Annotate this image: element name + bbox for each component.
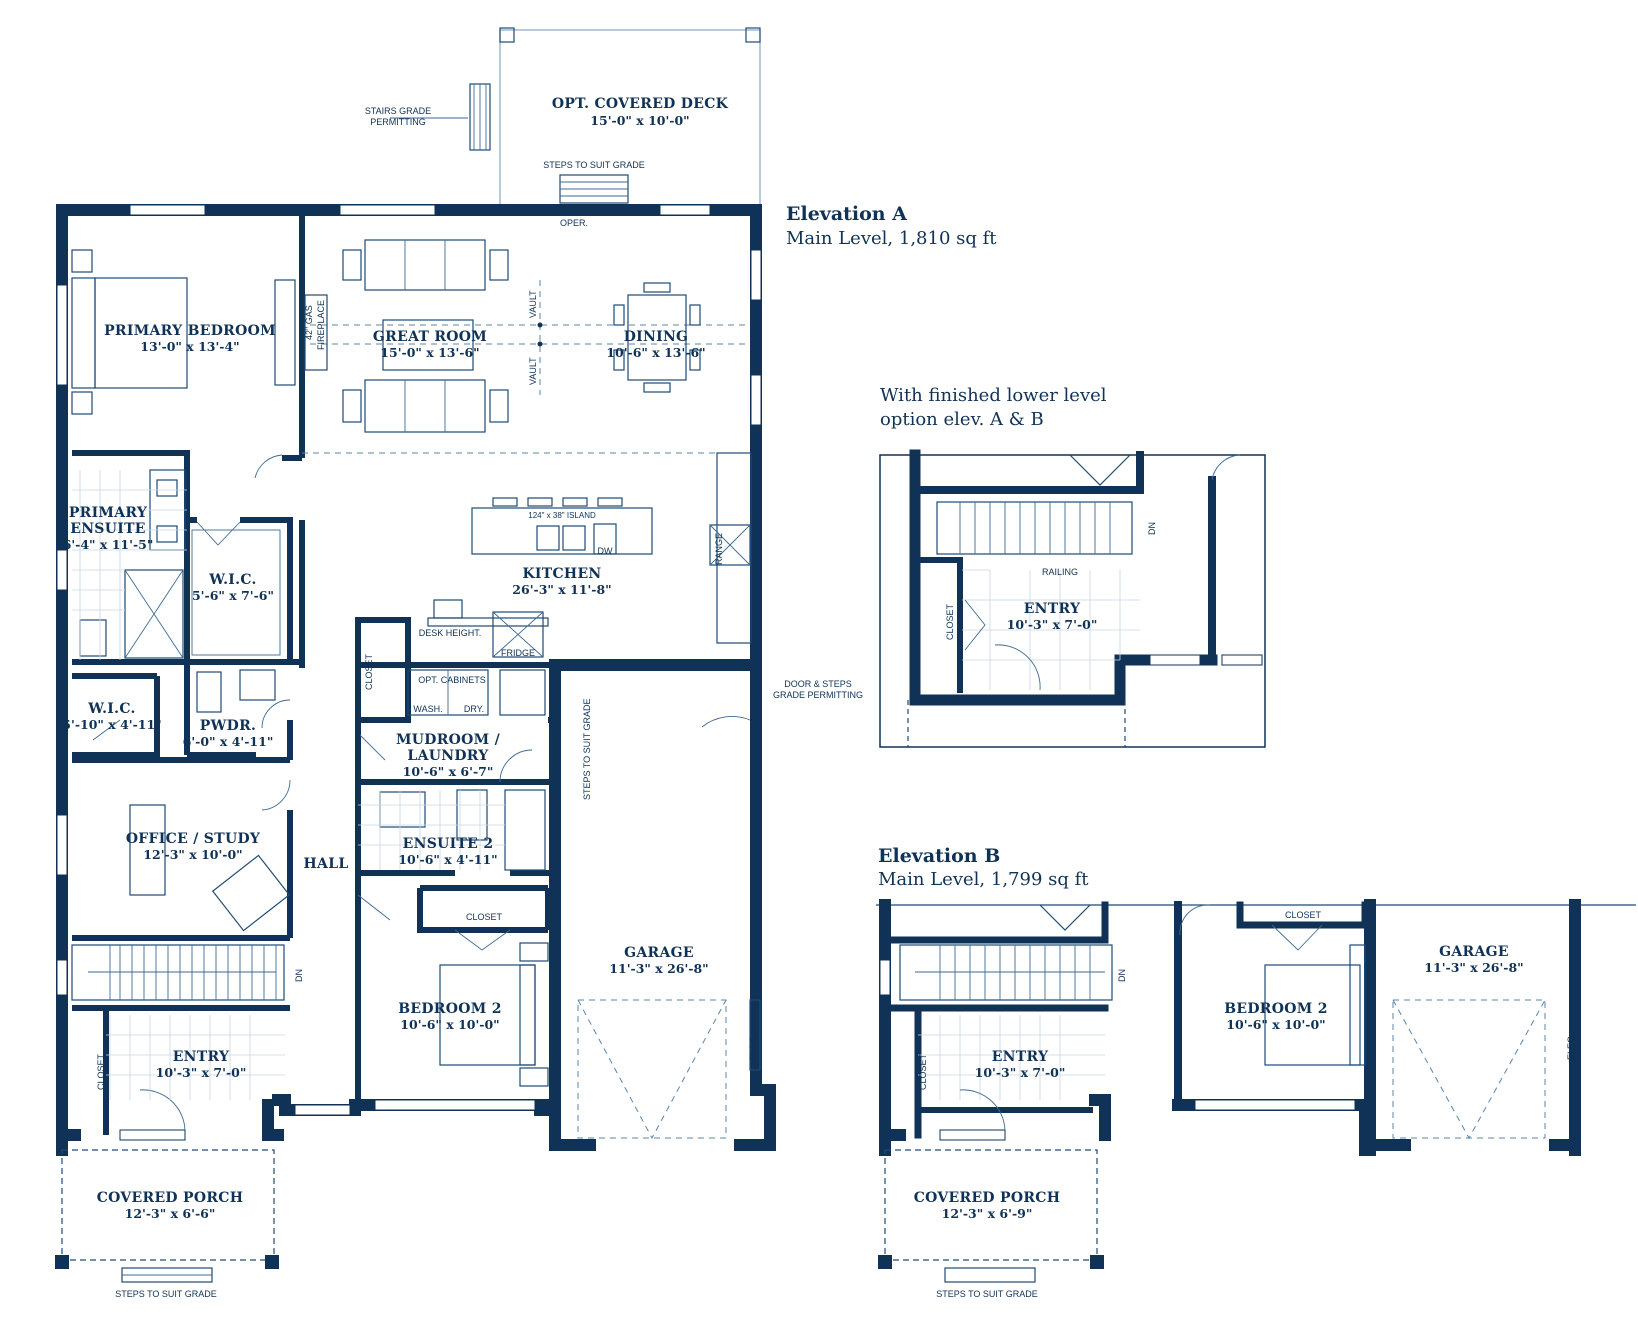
note-steps-porch: STEPS TO SUIT GRADE bbox=[115, 1289, 217, 1299]
deck-name: OPT. COVERED DECK bbox=[552, 96, 729, 112]
powder-dim: 6'-0" x 4'-11" bbox=[183, 734, 274, 749]
note-door-steps-2: GRADE PERMITTING bbox=[773, 690, 863, 700]
b-steps: STEPS TO SUIT GRADE bbox=[936, 1289, 1038, 1299]
dining-name: DINING bbox=[624, 329, 689, 345]
bedroom2-name: BEDROOM 2 bbox=[398, 1001, 501, 1017]
note-closet-bed2: CLOSET bbox=[466, 912, 503, 922]
elevation-b-title: Elevation B bbox=[878, 845, 1000, 867]
bedroom2-dim: 10'-6" x 10'-0" bbox=[400, 1017, 499, 1032]
interior-walls bbox=[72, 212, 555, 1135]
note-closet-entry: CLOSET bbox=[96, 1053, 106, 1090]
b-closet-entry: CLOSET bbox=[918, 1053, 928, 1090]
note-island: 124" x 38" ISLAND bbox=[528, 511, 596, 520]
wic1-dim: 5'-6" x 7'-6" bbox=[192, 588, 274, 603]
b-closet-top: CLOSET bbox=[1285, 910, 1322, 920]
room-labels: OPT. COVERED DECK 15'-0" x 10'-0" PRIMAR… bbox=[62, 96, 728, 1221]
note-stairs-grade-1: STAIRS GRADE bbox=[365, 106, 431, 116]
note-dn: DN bbox=[294, 969, 304, 982]
elevation-b-plan: Elevation B Main Level, 1,799 sq ft bbox=[876, 845, 1636, 1299]
b-entry-name: ENTRY bbox=[992, 1049, 1049, 1065]
note-dry: DRY. bbox=[464, 704, 484, 714]
b-porch-dim: 12'-3" x 6'-9" bbox=[942, 1206, 1033, 1221]
primary-ensuite-name1: PRIMARY bbox=[69, 505, 148, 521]
b-dn: DN bbox=[1117, 969, 1127, 982]
kitchen-name: KITCHEN bbox=[522, 566, 601, 582]
note-door-steps-1: DOOR & STEPS bbox=[784, 679, 852, 689]
b-elec: ELEC. bbox=[1566, 1034, 1576, 1060]
b-entry-dim: 10'-3" x 7'-0" bbox=[975, 1065, 1066, 1080]
porch-dim: 12'-3" x 6'-6" bbox=[125, 1206, 216, 1221]
ensuite2-dim: 10'-6" x 4'-11" bbox=[398, 852, 497, 867]
b-porch-name: COVERED PORCH bbox=[914, 1190, 1061, 1206]
note-elec: ELEC. bbox=[748, 1034, 758, 1060]
note-steps-mud: STEPS TO SUIT GRADE bbox=[582, 698, 592, 800]
primary-bedroom-name: PRIMARY BEDROOM bbox=[104, 323, 276, 339]
entry-name: ENTRY bbox=[173, 1049, 230, 1065]
ensuite2-name: ENSUITE 2 bbox=[403, 836, 494, 852]
elevation-b-subtitle: Main Level, 1,799 sq ft bbox=[878, 869, 1089, 890]
plan-notes: STAIRS GRADE PERMITTING STEPS TO SUIT GR… bbox=[96, 106, 863, 1299]
deck-outline bbox=[390, 27, 761, 206]
office-dim: 12'-3" x 10'-0" bbox=[143, 847, 242, 862]
wic2-name: W.I.C. bbox=[87, 701, 135, 717]
main-stairs bbox=[71, 944, 285, 1001]
lower-option-line2: option elev. A & B bbox=[880, 409, 1044, 430]
hall-name: HALL bbox=[304, 856, 349, 872]
note-fireplace-1: 42" GAS bbox=[304, 305, 314, 340]
elevation-a-subtitle: Main Level, 1,810 sq ft bbox=[786, 228, 997, 249]
garage-dim: 11'-3" x 26'-8" bbox=[609, 961, 708, 976]
primary-bedroom-dim: 13'-0" x 13'-4" bbox=[140, 339, 239, 354]
note-steps-deck: STEPS TO SUIT GRADE bbox=[543, 160, 645, 170]
note-fridge: FRIDGE bbox=[501, 648, 535, 658]
lower-option-line1: With finished lower level bbox=[880, 385, 1107, 406]
b-bedroom2-name: BEDROOM 2 bbox=[1224, 1001, 1327, 1017]
note-stairs-grade-2: PERMITTING bbox=[370, 117, 426, 127]
great-room-name: GREAT ROOM bbox=[373, 329, 487, 345]
note-wash: WASH. bbox=[413, 704, 442, 714]
lower-entry-name: ENTRY bbox=[1024, 601, 1081, 617]
main-plan-elevation-a: OPT. COVERED DECK 15'-0" x 10'-0" PRIMAR… bbox=[55, 27, 863, 1299]
dining-dim: 10'-6" x 13'-6" bbox=[606, 345, 705, 360]
lower-closet: CLOSET bbox=[945, 603, 955, 640]
mudroom-name2: LAUNDRY bbox=[407, 748, 489, 764]
note-desk: DESK HEIGHT. bbox=[419, 628, 482, 638]
primary-ensuite-dim: 6'-4" x 11'-5" bbox=[63, 537, 154, 552]
note-fireplace-2: FIREPLACE bbox=[316, 300, 326, 350]
note-vault-1: VAULT bbox=[528, 290, 538, 318]
office-name: OFFICE / STUDY bbox=[126, 831, 261, 847]
lower-entry-dim: 10'-3" x 7'-0" bbox=[1007, 617, 1098, 632]
windows bbox=[56, 204, 762, 1141]
great-room-dim: 15'-0" x 13'-6" bbox=[380, 345, 479, 360]
lower-level-option-inset: With finished lower level option elev. A… bbox=[879, 385, 1266, 748]
b-bedroom2-dim: 10'-6" x 10'-0" bbox=[1226, 1017, 1325, 1032]
powder-name: PWDR. bbox=[200, 718, 256, 734]
garage-name: GARAGE bbox=[624, 945, 694, 961]
kitchen-dim: 26'-3" x 11'-8" bbox=[512, 582, 611, 597]
note-closet-mud: CLOSET bbox=[364, 653, 374, 690]
mudroom-dim: 10'-6" x 6'-7" bbox=[403, 764, 494, 779]
note-opt-cabinets: OPT. CABINETS bbox=[418, 675, 486, 685]
mudroom-name1: MUDROOM / bbox=[396, 732, 501, 748]
deck-dim: 15'-0" x 10'-0" bbox=[590, 113, 689, 128]
b-garage-dim: 11'-3" x 26'-8" bbox=[1424, 960, 1523, 975]
vault-lines bbox=[302, 280, 750, 454]
note-oper: OPER. bbox=[560, 218, 588, 228]
wic1-name: W.I.C. bbox=[208, 572, 256, 588]
note-vault-2: VAULT bbox=[528, 357, 538, 385]
lower-dn: DN bbox=[1147, 522, 1157, 535]
heading-elevation-a: Elevation A Main Level, 1,810 sq ft bbox=[786, 203, 997, 249]
b-garage-name: GARAGE bbox=[1439, 944, 1509, 960]
primary-ensuite-name2: ENSUITE bbox=[70, 521, 146, 537]
entry-dim: 10'-3" x 7'-0" bbox=[156, 1065, 247, 1080]
furniture bbox=[55, 239, 761, 1283]
elevation-a-title: Elevation A bbox=[786, 203, 907, 225]
note-range: RANGE bbox=[714, 533, 724, 565]
lower-railing: RAILING bbox=[1042, 567, 1078, 577]
note-dw: DW bbox=[598, 546, 613, 556]
porch-name: COVERED PORCH bbox=[97, 1190, 244, 1206]
wic2-dim: 5'-10" x 4'-11" bbox=[62, 717, 161, 732]
